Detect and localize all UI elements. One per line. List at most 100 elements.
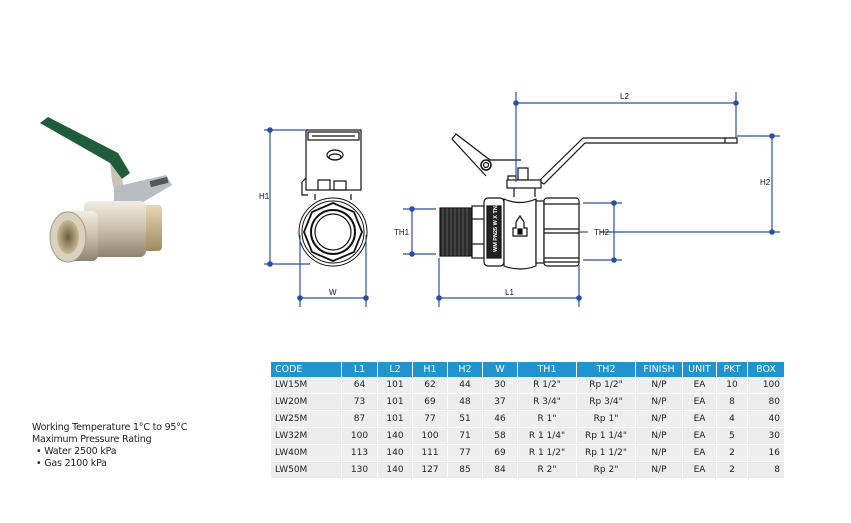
cell-th2: Rp 1" [576,410,636,428]
cell-h1: 127 [412,461,448,479]
side-view [439,133,738,270]
col-th1: TH1 [517,362,577,377]
w-label: W [329,288,337,297]
cell-th1: R 2" [517,461,577,479]
cell-l1: 87 [341,410,378,428]
cell-l2: 140 [377,427,413,445]
cell-unit: EA [682,410,717,428]
side-dimensions [403,92,780,307]
cell-pkt: 4 [716,410,748,428]
cell-h2: 77 [447,444,483,462]
cell-l1: 100 [341,427,378,445]
l2-label: L2 [620,92,629,101]
cell-unit: EA [682,377,717,394]
col-h2: H2 [447,362,483,377]
table-row: LW32M 100 140 100 71 58 R 1 1/4" Rp 1 1/… [271,427,785,445]
th1-label: TH1 [394,228,410,237]
front-dimensions [264,127,369,307]
cell-l1: 130 [341,461,378,479]
cell-h1: 69 [412,393,448,411]
cell-w: 46 [482,410,518,428]
cell-l2: 101 [377,377,413,394]
cell-h1: 77 [412,410,448,428]
cell-pkt: 5 [716,427,748,445]
th2-label: TH2 [594,228,610,237]
col-box: BOX [747,362,785,377]
cell-th1: R 1 1/4" [517,427,577,445]
cell-w: 37 [482,393,518,411]
cell-finish: N/P [635,410,683,428]
cell-code: LW50M [271,461,342,479]
cell-th2: Rp 1 1/2" [576,444,636,462]
cell-box: 30 [747,427,785,445]
cell-h2: 85 [447,461,483,479]
cell-box: 80 [747,393,785,411]
cell-code: LW40M [271,444,342,462]
col-pkt: PKT [716,362,748,377]
col-th2: TH2 [576,362,636,377]
cell-l2: 140 [377,461,413,479]
cell-pkt: 2 [716,444,748,462]
cell-box: 100 [747,377,785,394]
cell-l1: 73 [341,393,378,411]
pressure-gas: • Gas 2100 kPa [36,458,107,469]
l1-label: L1 [505,288,514,297]
table-row: LW40M 113 140 111 77 69 R 1 1/2" Rp 1 1/… [271,444,785,462]
col-w: W [482,362,518,377]
cell-th1: R 1 1/2" [517,444,577,462]
working-temperature: Working Temperature 1°C to 95°C [32,422,188,433]
dimension-table: CODE L1 L2 H1 H2 W TH1 TH2 FINISH UNIT P… [271,362,785,479]
cell-l1: 64 [341,377,378,394]
cell-w: 30 [482,377,518,394]
valve-body-icon [49,201,162,263]
col-l2: L2 [377,362,413,377]
cell-code: LW25M [271,410,342,428]
cell-l2: 101 [377,410,413,428]
cell-code: LW20M [271,393,342,411]
cell-unit: EA [682,427,717,445]
pressure-water: • Water 2500 kPa [36,446,117,457]
cell-l1: 113 [341,444,378,462]
cell-pkt: 8 [716,393,748,411]
cell-finish: N/P [635,461,683,479]
cell-code: LW32M [271,427,342,445]
cell-box: 40 [747,410,785,428]
cell-finish: N/P [635,427,683,445]
cell-h2: 44 [447,377,483,394]
h1-label: H1 [259,192,270,201]
cell-unit: EA [682,461,717,479]
cell-pkt: 2 [716,461,748,479]
cell-th2: Rp 1 1/4" [576,427,636,445]
table-header-row: CODE L1 L2 H1 H2 W TH1 TH2 FINISH UNIT P… [271,362,785,377]
col-code: CODE [271,362,342,377]
cell-unit: EA [682,393,717,411]
cell-h1: 100 [412,427,448,445]
cell-finish: N/P [635,393,683,411]
cell-w: 69 [482,444,518,462]
cell-finish: N/P [635,444,683,462]
cell-code: LW15M [271,377,342,394]
specifications: Working Temperature 1°C to 95°C Maximum … [32,422,187,470]
table-row: LW25M 87 101 77 51 46 R 1" Rp 1" N/P EA … [271,410,785,428]
cell-th1: R 1" [517,410,577,428]
cell-box: 8 [747,461,785,479]
cell-h1: 111 [412,444,448,462]
cell-finish: N/P [635,377,683,394]
pressure-heading: Maximum Pressure Rating [32,434,152,445]
cell-h1: 62 [412,377,448,394]
h2-label: H2 [760,178,771,187]
col-finish: FINISH [635,362,683,377]
col-unit: UNIT [682,362,717,377]
cell-w: 84 [482,461,518,479]
body-marking: WM PN25 W X TNA [493,202,499,252]
table-row: LW15M 64 101 62 44 30 R 1/2" Rp 1/2" N/P… [271,377,785,394]
table-row: LW50M 130 140 127 85 84 R 2" Rp 2" N/P E… [271,461,785,479]
ball-valve-photo [40,117,172,263]
cell-th2: Rp 1/2" [576,377,636,394]
table-row: LW20M 73 101 69 48 37 R 3/4" Rp 3/4" N/P… [271,393,785,411]
cell-th2: Rp 3/4" [576,393,636,411]
cell-unit: EA [682,444,717,462]
cell-w: 58 [482,427,518,445]
cell-box: 16 [747,444,785,462]
col-l1: L1 [341,362,378,377]
